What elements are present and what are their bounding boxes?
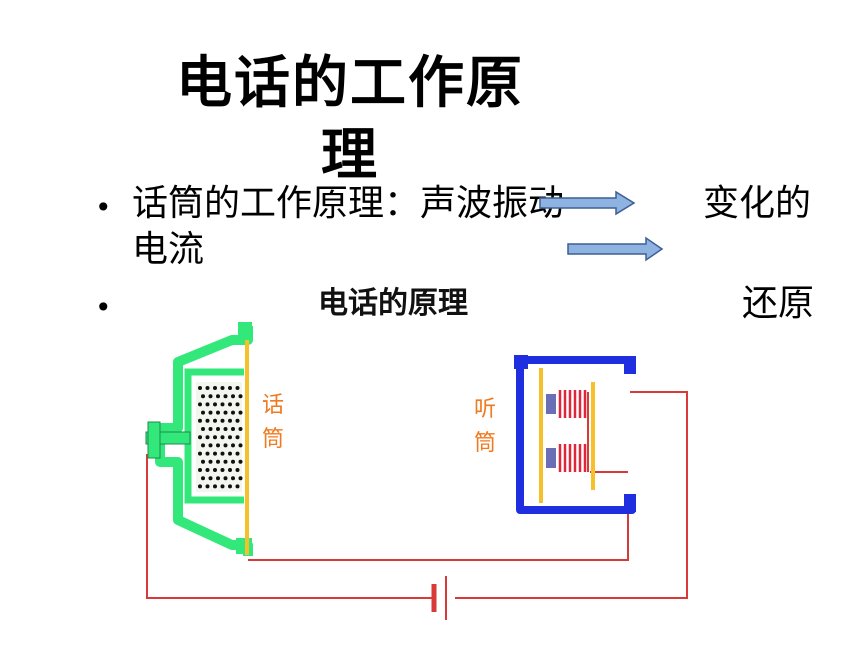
carbon-granule: [198, 484, 202, 489]
carbon-granule: [228, 484, 232, 489]
carbon-granule: [213, 484, 217, 489]
carbon-granule: [220, 386, 225, 390]
carbon-granule: [208, 427, 213, 431]
carbon-granule: [231, 410, 235, 415]
carbon-granule: [235, 451, 240, 456]
carbon-granule: [216, 427, 220, 431]
carbon-granule: [198, 418, 202, 423]
carbon-granule: [208, 394, 213, 399]
carbon-granule: [235, 484, 240, 489]
carbon-granule: [220, 468, 225, 472]
carbon-granule: [238, 410, 243, 415]
carbon-granule: [201, 427, 205, 431]
bullet-1-text: 话筒的工作原理：声波振动: [132, 183, 565, 224]
mic-label-2: 筒: [262, 427, 284, 452]
carbon-granule: [198, 435, 202, 440]
carbon-granule: [208, 459, 213, 464]
carbon-granule: [208, 476, 213, 481]
receiver-label-2: 筒: [474, 431, 496, 456]
carbon-granule: [228, 435, 232, 440]
bullet-2-right-text: 还原: [742, 283, 815, 324]
carbon-granule: [238, 394, 243, 399]
microphone-icon: [145, 322, 253, 556]
carbon-granule: [213, 386, 217, 390]
carbon-granule: [238, 427, 243, 431]
carbon-granule: [223, 443, 228, 448]
carbon-granule: [235, 468, 240, 472]
carbon-granule: [231, 476, 235, 481]
receiver-icon: [514, 355, 636, 514]
title-line-2: 理: [321, 123, 379, 188]
carbon-granule: [198, 468, 202, 472]
receiver-label-1: 听: [474, 397, 496, 422]
carbon-granule: [208, 443, 213, 448]
battery-icon: [431, 576, 447, 620]
carbon-granule: [228, 468, 232, 472]
carbon-granule: [201, 459, 205, 464]
carbon-granule: [205, 484, 210, 489]
bullet-1-line-2: 电流: [132, 229, 205, 270]
carbon-granule: [205, 451, 210, 456]
carbon-granule: [216, 459, 220, 464]
carbon-granule: [213, 468, 217, 472]
carbon-granule: [228, 418, 232, 423]
carbon-granule: [220, 484, 225, 489]
carbon-granule: [205, 418, 210, 423]
carbon-granule: [220, 418, 225, 423]
carbon-granule: [238, 459, 243, 464]
slide-title: 电话的工作原 理: [140, 48, 560, 192]
carbon-granule: [198, 402, 202, 407]
carbon-granule: [198, 451, 202, 456]
carbon-granule: [201, 394, 205, 399]
carbon-granule: [201, 443, 205, 448]
bullet-1-right-text: 变化的: [703, 183, 812, 224]
carbon-granule: [205, 435, 210, 440]
carbon-granule: [235, 402, 240, 407]
carbon-granule: [231, 459, 235, 464]
carbon-granule: [213, 435, 217, 440]
carbon-granule: [228, 386, 232, 390]
carbon-granule: [231, 443, 235, 448]
arrow-right-icon: [539, 190, 636, 216]
carbon-granule: [238, 443, 243, 448]
carbon-granule: [201, 476, 205, 481]
carbon-granule: [208, 410, 213, 415]
carbon-granule: [228, 451, 232, 456]
bullet-dot-2: •: [95, 291, 112, 324]
carbon-granule: [198, 386, 202, 390]
carbon-granule: [216, 410, 220, 415]
carbon-granule: [220, 402, 225, 407]
carbon-granule: [223, 410, 228, 415]
carbon-granule: [205, 468, 210, 472]
carbon-granule: [220, 451, 225, 456]
carbon-granule: [238, 476, 243, 481]
carbon-granule: [201, 410, 205, 415]
carbon-granule: [223, 476, 228, 481]
carbon-granule: [213, 451, 217, 456]
diagram-heading: 电话的原理: [318, 286, 468, 321]
carbon-granule: [235, 386, 240, 390]
carbon-granule: [231, 427, 235, 431]
carbon-granule: [223, 459, 228, 464]
carbon-granule: [213, 402, 217, 407]
carbon-granule: [223, 427, 228, 431]
title-line-1: 电话的工作原: [176, 51, 524, 116]
carbon-granule: [205, 402, 210, 407]
carbon-granule: [220, 435, 225, 440]
carbon-granule: [213, 418, 217, 423]
carbon-granule: [235, 435, 240, 440]
arrow-right-icon: [567, 236, 664, 262]
carbon-granule: [216, 476, 220, 481]
bullet-dot-1: •: [95, 191, 112, 224]
carbon-granule: [231, 394, 235, 399]
carbon-granule: [228, 402, 232, 407]
carbon-granule: [216, 394, 220, 399]
carbon-granule: [216, 443, 220, 448]
mic-label-1: 话: [262, 393, 284, 418]
carbon-granule: [205, 386, 210, 390]
carbon-granule: [235, 418, 240, 423]
carbon-granule: [223, 394, 228, 399]
